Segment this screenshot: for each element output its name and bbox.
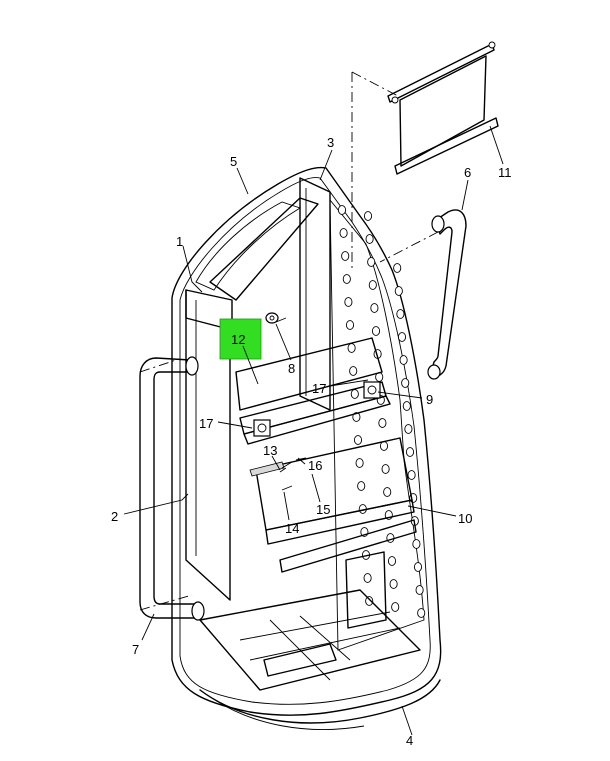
callout-17-lower[interactable]: 17 xyxy=(199,416,213,431)
seat-shelves xyxy=(199,337,421,691)
panel-hole xyxy=(412,539,421,549)
panel-hole xyxy=(379,441,389,451)
panel-hole xyxy=(368,280,377,290)
callout-7[interactable]: 7 xyxy=(132,642,139,657)
callout-13[interactable]: 13 xyxy=(263,443,277,458)
panel-hole xyxy=(396,309,405,319)
panel-hole xyxy=(397,332,407,342)
panel-hole xyxy=(344,297,353,307)
panel-hole xyxy=(337,205,347,215)
panel-hole xyxy=(363,573,372,583)
callout-16[interactable]: 16 xyxy=(308,458,322,473)
panel-hole xyxy=(404,424,413,434)
callout-5[interactable]: 5 xyxy=(230,154,237,169)
left-grab-handle xyxy=(139,356,205,621)
seat-shell xyxy=(171,166,442,730)
panel-hole xyxy=(371,326,381,336)
upper-crossbar xyxy=(239,381,391,445)
callout-9[interactable]: 9 xyxy=(426,392,433,407)
panel-hole xyxy=(378,418,387,428)
callout-14[interactable]: 14 xyxy=(285,521,299,536)
panel-hole xyxy=(383,487,392,497)
perforated-side-panel xyxy=(329,198,426,651)
panel-hole xyxy=(367,257,376,267)
callout-2[interactable]: 2 xyxy=(111,509,118,524)
panel-hole xyxy=(341,251,350,261)
panel-hole xyxy=(353,435,363,445)
panel-hole xyxy=(355,458,364,468)
panel-holes xyxy=(337,205,426,618)
panel-hole xyxy=(339,228,348,238)
callout-6[interactable]: 6 xyxy=(464,165,471,180)
panel-hole xyxy=(350,389,359,399)
panel-hole xyxy=(365,596,374,606)
panel-hole xyxy=(357,481,366,491)
callout-12[interactable]: 12 xyxy=(231,332,245,347)
storage-net xyxy=(387,41,499,175)
right-grab-handle xyxy=(427,209,467,380)
panel-hole xyxy=(394,286,403,296)
panel-hole xyxy=(347,343,356,353)
leader-lines xyxy=(123,125,504,736)
panel-hole xyxy=(417,608,426,618)
callout-labels: 1 2 3 4 5 6 7 8 9 10 11 12 13 14 15 16 1… xyxy=(111,135,512,748)
panel-hole xyxy=(349,366,358,376)
callout-8[interactable]: 8 xyxy=(288,361,295,376)
panel-hole xyxy=(413,562,423,572)
panel-hole xyxy=(342,274,351,284)
callout-4[interactable]: 4 xyxy=(406,733,413,748)
callout-10[interactable]: 10 xyxy=(458,511,472,526)
panel-hole xyxy=(387,556,397,566)
fasteners xyxy=(265,312,307,491)
callout-15[interactable]: 15 xyxy=(316,502,330,517)
back-frame xyxy=(185,177,331,601)
panel-hole xyxy=(405,447,415,457)
callout-1[interactable]: 1 xyxy=(176,234,183,249)
panel-hole xyxy=(381,464,390,474)
panel-hole xyxy=(389,579,398,589)
assembly-phantom-lines xyxy=(139,71,439,611)
panel-hole xyxy=(402,401,411,411)
panel-hole xyxy=(391,602,400,612)
panel-hole xyxy=(363,211,373,221)
panel-hole xyxy=(415,585,424,595)
callout-3[interactable]: 3 xyxy=(327,135,334,150)
panel-hole xyxy=(365,234,374,244)
panel-hole xyxy=(352,412,361,422)
panel-hole xyxy=(401,378,410,388)
panel-hole xyxy=(345,320,355,330)
panel-hole xyxy=(393,263,402,273)
callout-12-highlight[interactable] xyxy=(219,318,262,360)
panel-hole xyxy=(399,355,408,365)
callout-11[interactable]: 11 xyxy=(498,165,512,180)
callout-17-upper[interactable]: 17 xyxy=(312,381,326,396)
panel-hole xyxy=(407,470,416,480)
panel-hole xyxy=(370,303,379,313)
